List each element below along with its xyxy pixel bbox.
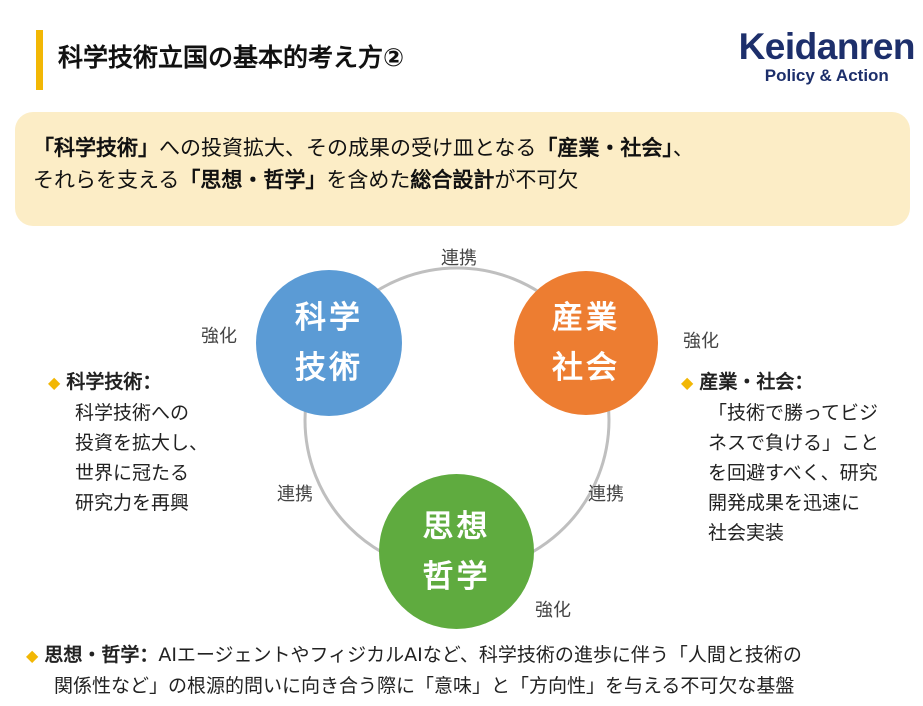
summary-seg: が不可欠 (494, 168, 579, 192)
philosophy-note-text2: 関係性など」の根源的問いに向き合う際に「意味」と「方向性」を与える不可欠な基盤 (54, 675, 795, 697)
industry-note-line: ネスで負ける」こと (708, 432, 880, 454)
industry-society-circle: 産業 社会 (514, 271, 658, 415)
link-label-right: 連携 (588, 484, 624, 505)
logo-tagline: Policy & Action (764, 66, 889, 85)
summary-seg: を含めた (326, 168, 411, 192)
science-circle-line2: 技術 (295, 350, 363, 386)
industry-circle-line1: 産業 (552, 300, 620, 336)
science-note-line: 世界に冠たる (75, 462, 190, 484)
page-title: 科学技術立国の基本的考え方② (58, 43, 405, 72)
summary-seg: 「産業・社会」 (536, 136, 673, 160)
diamond-bullet-icon: ◆ (26, 646, 39, 665)
science-note: ◆ 科学技術： 科学技術への 投資を拡大し、 世界に冠たる 研究力を再興 (48, 367, 208, 518)
science-note-line: 科学技術への (75, 402, 190, 424)
philosophy-note-head: 思想・哲学： (44, 644, 159, 666)
diamond-bullet-icon: ◆ (48, 373, 61, 392)
philosophy-circle-line2: 哲学 (422, 558, 491, 595)
summary-seg: への投資拡大、その成果の受け皿となる (159, 136, 537, 160)
industry-note-line: を回避すべく、研究 (708, 462, 878, 484)
philosophy-note: ◆ 思想・哲学：AIエージェントやフィジカルAIなど、科学技術の進歩に伴う「人間と… (26, 640, 802, 701)
diamond-bullet-icon: ◆ (681, 373, 694, 392)
industry-note-line: 「技術で勝ってビジ (708, 402, 879, 424)
link-label-top: 連携 (441, 248, 477, 269)
summary-line-2: それらを支える「思想・哲学」を含めた総合設計が不可欠 (33, 164, 910, 196)
philosophy-circle-line1: 思想 (422, 508, 491, 545)
summary-seg: 「科学技術」 (33, 136, 159, 160)
science-note-line: 投資を拡大し、 (75, 432, 209, 454)
summary-seg: 総合設計 (410, 168, 495, 192)
summary-line-1: 「科学技術」への投資拡大、その成果の受け皿となる「産業・社会」、 (33, 132, 910, 164)
industry-note-line: 開発成果を迅速に (708, 492, 861, 514)
philosophy-note-text1: AIエージェントやフィジカルAIなど、科学技術の進歩に伴う「人間と技術の (158, 644, 802, 666)
title-accent-bar (36, 30, 43, 90)
science-circle-line1: 科学 (295, 300, 363, 336)
summary-box: 「科学技術」への投資拡大、その成果の受け皿となる「産業・社会」、 それらを支える… (15, 112, 910, 226)
science-note-line: 研究力を再興 (75, 492, 190, 514)
logo-wordmark: Keidanren (738, 26, 916, 67)
strengthen-label-philosophy: 強化 (535, 600, 571, 621)
summary-seg: それらを支える (33, 168, 180, 192)
summary-seg: 、 (672, 136, 694, 160)
industry-note-line: 社会実装 (708, 522, 785, 544)
science-technology-circle: 科学 技術 (256, 270, 402, 416)
industry-circle-line2: 社会 (552, 350, 620, 386)
industry-note: ◆ 産業・社会： 「技術で勝ってビジ ネスで負ける」こと を回避すべく、研究 開発… (681, 367, 879, 548)
strengthen-label-science: 強化 (201, 326, 237, 347)
link-label-left: 連携 (277, 484, 313, 505)
thought-philosophy-circle: 思想 哲学 (379, 474, 534, 629)
science-note-head: 科学技術： (66, 371, 162, 393)
strengthen-label-industry: 強化 (683, 331, 719, 352)
industry-note-head: 産業・社会： (699, 371, 814, 393)
keidanren-logo: Keidanren Policy & Action (738, 26, 916, 86)
summary-seg: 「思想・哲学」 (179, 168, 327, 192)
